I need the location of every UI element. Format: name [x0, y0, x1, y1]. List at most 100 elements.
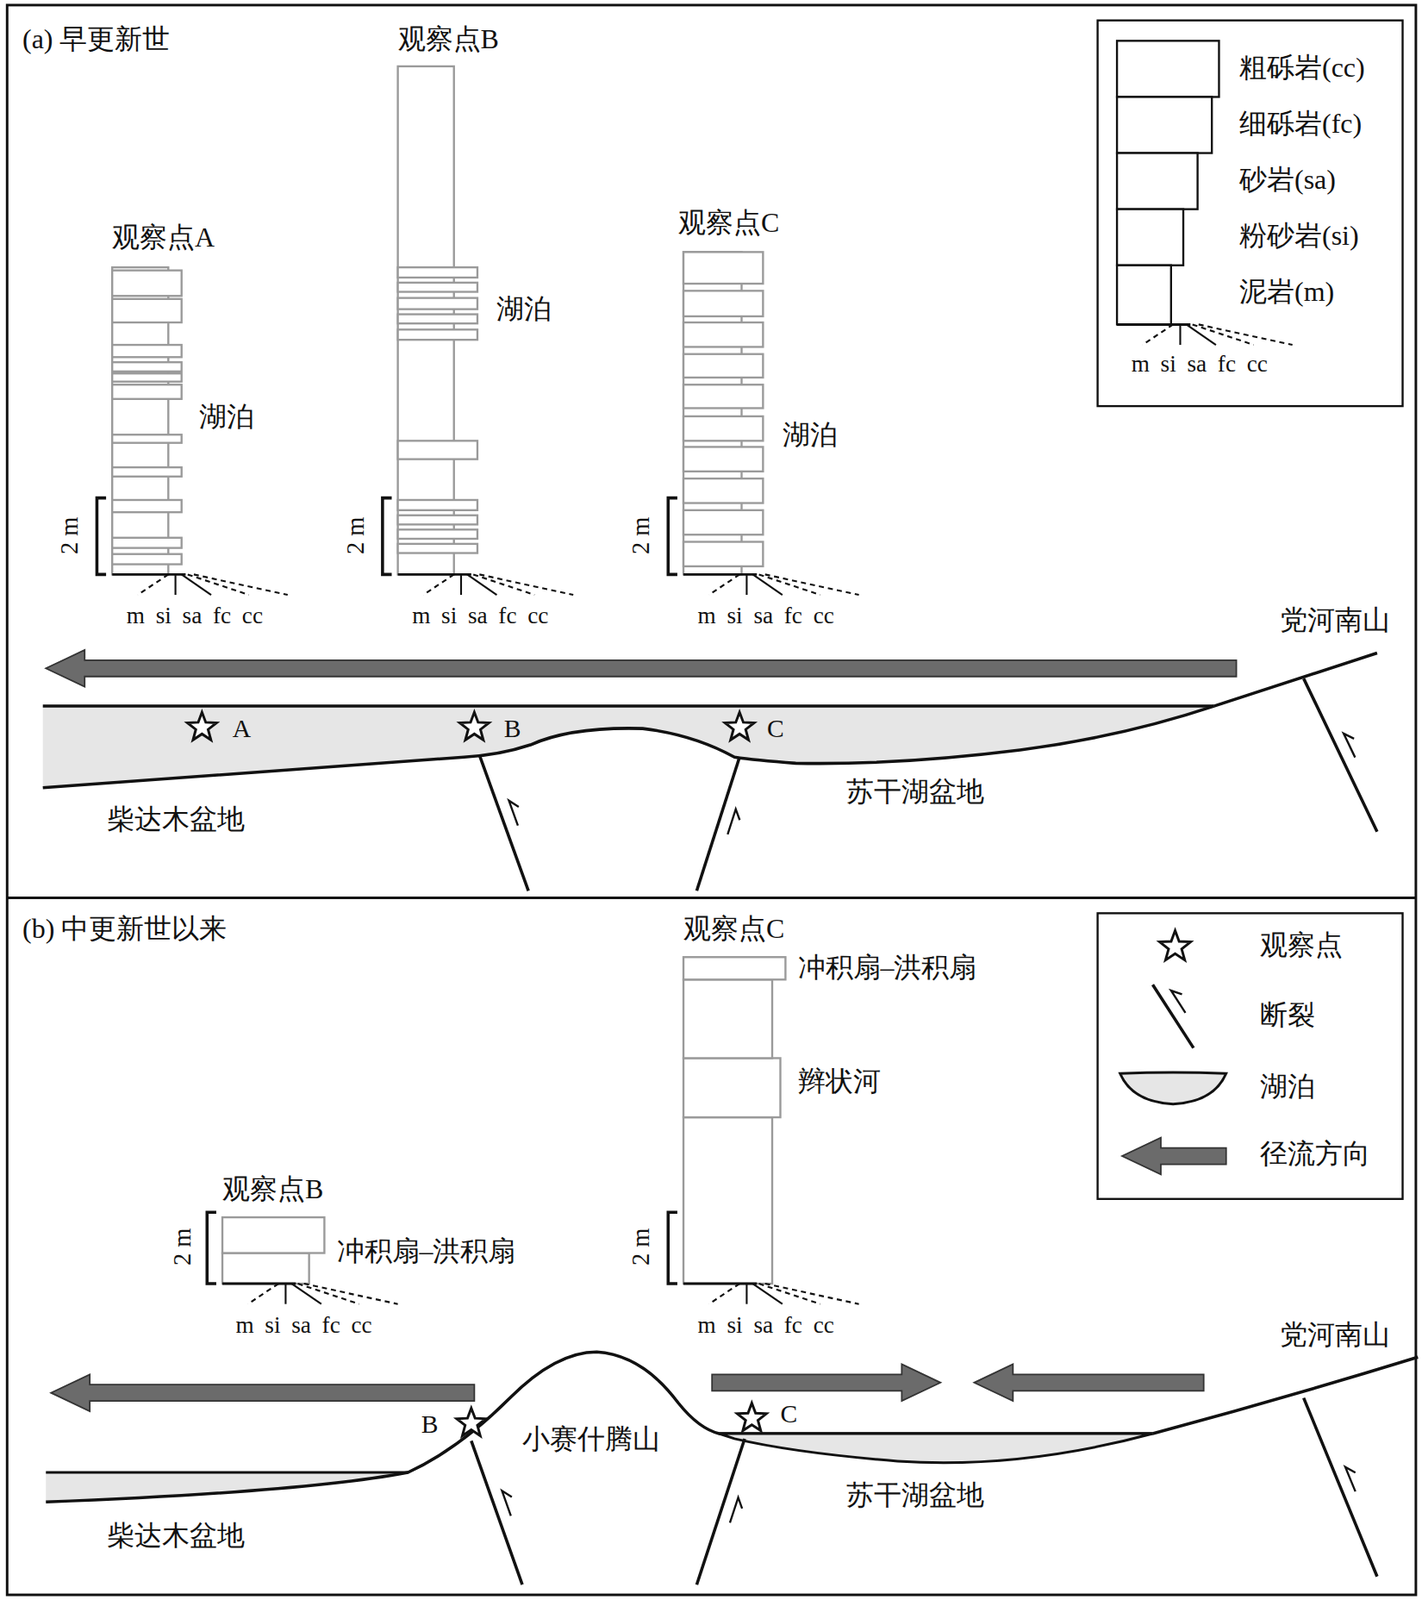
- runoff-arrow: [973, 1364, 1204, 1402]
- rock-bed: [112, 554, 181, 565]
- label: 观察点C: [683, 915, 785, 943]
- lake-fill: [45, 1471, 408, 1502]
- legend-text: 断裂: [1259, 1001, 1316, 1030]
- line: [479, 754, 529, 891]
- fault-arrow: [1343, 733, 1355, 758]
- legend-text: 湖泊: [1259, 1072, 1316, 1101]
- lake-fill: [43, 705, 1215, 788]
- basin-floor: [43, 705, 1215, 788]
- label: 辫状河: [798, 1067, 881, 1096]
- rock-bed: [683, 956, 786, 980]
- legend-bed: [1116, 96, 1212, 153]
- line: [1142, 324, 1174, 345]
- fault-arrow: [727, 809, 740, 835]
- rock-bed: [683, 446, 763, 471]
- label: 观察点B: [222, 1175, 324, 1204]
- line: [696, 756, 740, 891]
- mountain-slope: [1153, 1356, 1419, 1434]
- rock-bed: [683, 478, 763, 503]
- line: [6, 896, 1416, 899]
- label: 苏干湖盆地: [846, 778, 985, 806]
- legend-star: [1160, 929, 1192, 960]
- rock-bed: [683, 251, 763, 284]
- legend-text: 泥岩(m): [1239, 278, 1335, 306]
- rock-bed: [398, 529, 478, 539]
- legend-lake: [1120, 1072, 1227, 1104]
- line: [174, 573, 177, 595]
- line: [765, 573, 860, 595]
- rock-bed: [683, 354, 763, 378]
- label: 观察点C: [678, 209, 780, 237]
- rock-bed: [398, 329, 478, 340]
- scale-bracket: [667, 1211, 678, 1284]
- legend-bed: [1116, 153, 1198, 210]
- runoff-arrow: [711, 1364, 941, 1402]
- label: 柴达木盆地: [106, 805, 245, 834]
- label: B: [421, 1410, 439, 1437]
- observation-star: [459, 711, 489, 740]
- rock-bed: [222, 1216, 325, 1253]
- label: 党河南山: [1279, 1321, 1391, 1349]
- rock-bed: [112, 537, 181, 549]
- line: [709, 573, 741, 595]
- surface-line: [43, 704, 1215, 708]
- label: 观察点A: [112, 224, 215, 252]
- rock-bed: [683, 542, 763, 567]
- legend-text: 径流方向: [1259, 1140, 1371, 1168]
- scale-label: 2 m: [168, 1228, 194, 1266]
- rock-bed: [398, 314, 478, 325]
- label: B: [504, 715, 522, 742]
- label: 湖泊: [782, 421, 838, 450]
- line: [479, 573, 574, 595]
- fault-arrow: [508, 800, 518, 826]
- scale-bracket: [382, 498, 393, 575]
- axis-label: m si sa fc cc: [411, 604, 549, 628]
- rock-bed: [398, 499, 478, 511]
- legend-box: [1097, 20, 1404, 406]
- line: [745, 1283, 748, 1304]
- rock-bed: [112, 344, 181, 357]
- legend-bed: [1116, 209, 1184, 266]
- mountain-slope: [1214, 653, 1378, 707]
- line: [45, 1471, 408, 1474]
- rock-bed: [398, 440, 478, 459]
- line: [460, 573, 462, 595]
- rock-bed: [112, 373, 181, 381]
- label: (a) 早更新世: [22, 25, 170, 54]
- label: 冲积扇–洪积扇: [336, 1237, 517, 1266]
- lake-basin: [718, 1433, 1153, 1463]
- line: [1153, 984, 1194, 1048]
- rock-bed: [398, 267, 478, 278]
- rock-bed: [398, 515, 478, 525]
- observation-star: [456, 1407, 487, 1435]
- scale-label: 2 m: [343, 517, 368, 555]
- label: C: [767, 715, 785, 742]
- line: [745, 573, 748, 595]
- line: [1198, 324, 1293, 345]
- legend-text: 砂岩(sa): [1239, 166, 1336, 194]
- rock-bed: [112, 434, 181, 443]
- fault-arrow: [729, 1496, 743, 1522]
- label: 柴达木盆地: [106, 1521, 245, 1550]
- line: [284, 1283, 287, 1304]
- axis-label: m si sa fc cc: [235, 1312, 372, 1336]
- rock-bed: [683, 290, 763, 317]
- rock-bed: [683, 979, 773, 1058]
- rock-bed: [398, 282, 478, 293]
- axis-label: m si sa fc cc: [698, 1312, 835, 1336]
- label: C: [779, 1400, 798, 1427]
- rock-bed: [222, 1253, 310, 1285]
- label: 湖泊: [496, 295, 552, 324]
- scale-label: 2 m: [628, 1228, 653, 1266]
- rock-bed: [112, 499, 181, 512]
- legend-text: 观察点: [1259, 931, 1343, 960]
- runoff-arrow: [50, 1373, 474, 1411]
- line: [765, 1283, 860, 1304]
- scale-bracket: [96, 498, 107, 575]
- rock-bed: [112, 384, 181, 400]
- scale-label: 2 m: [56, 517, 82, 555]
- axis-label: m si sa fc cc: [698, 604, 835, 628]
- rock-bed: [683, 322, 763, 347]
- legend-arrow: [1122, 1137, 1227, 1175]
- frame: [6, 5, 1416, 1595]
